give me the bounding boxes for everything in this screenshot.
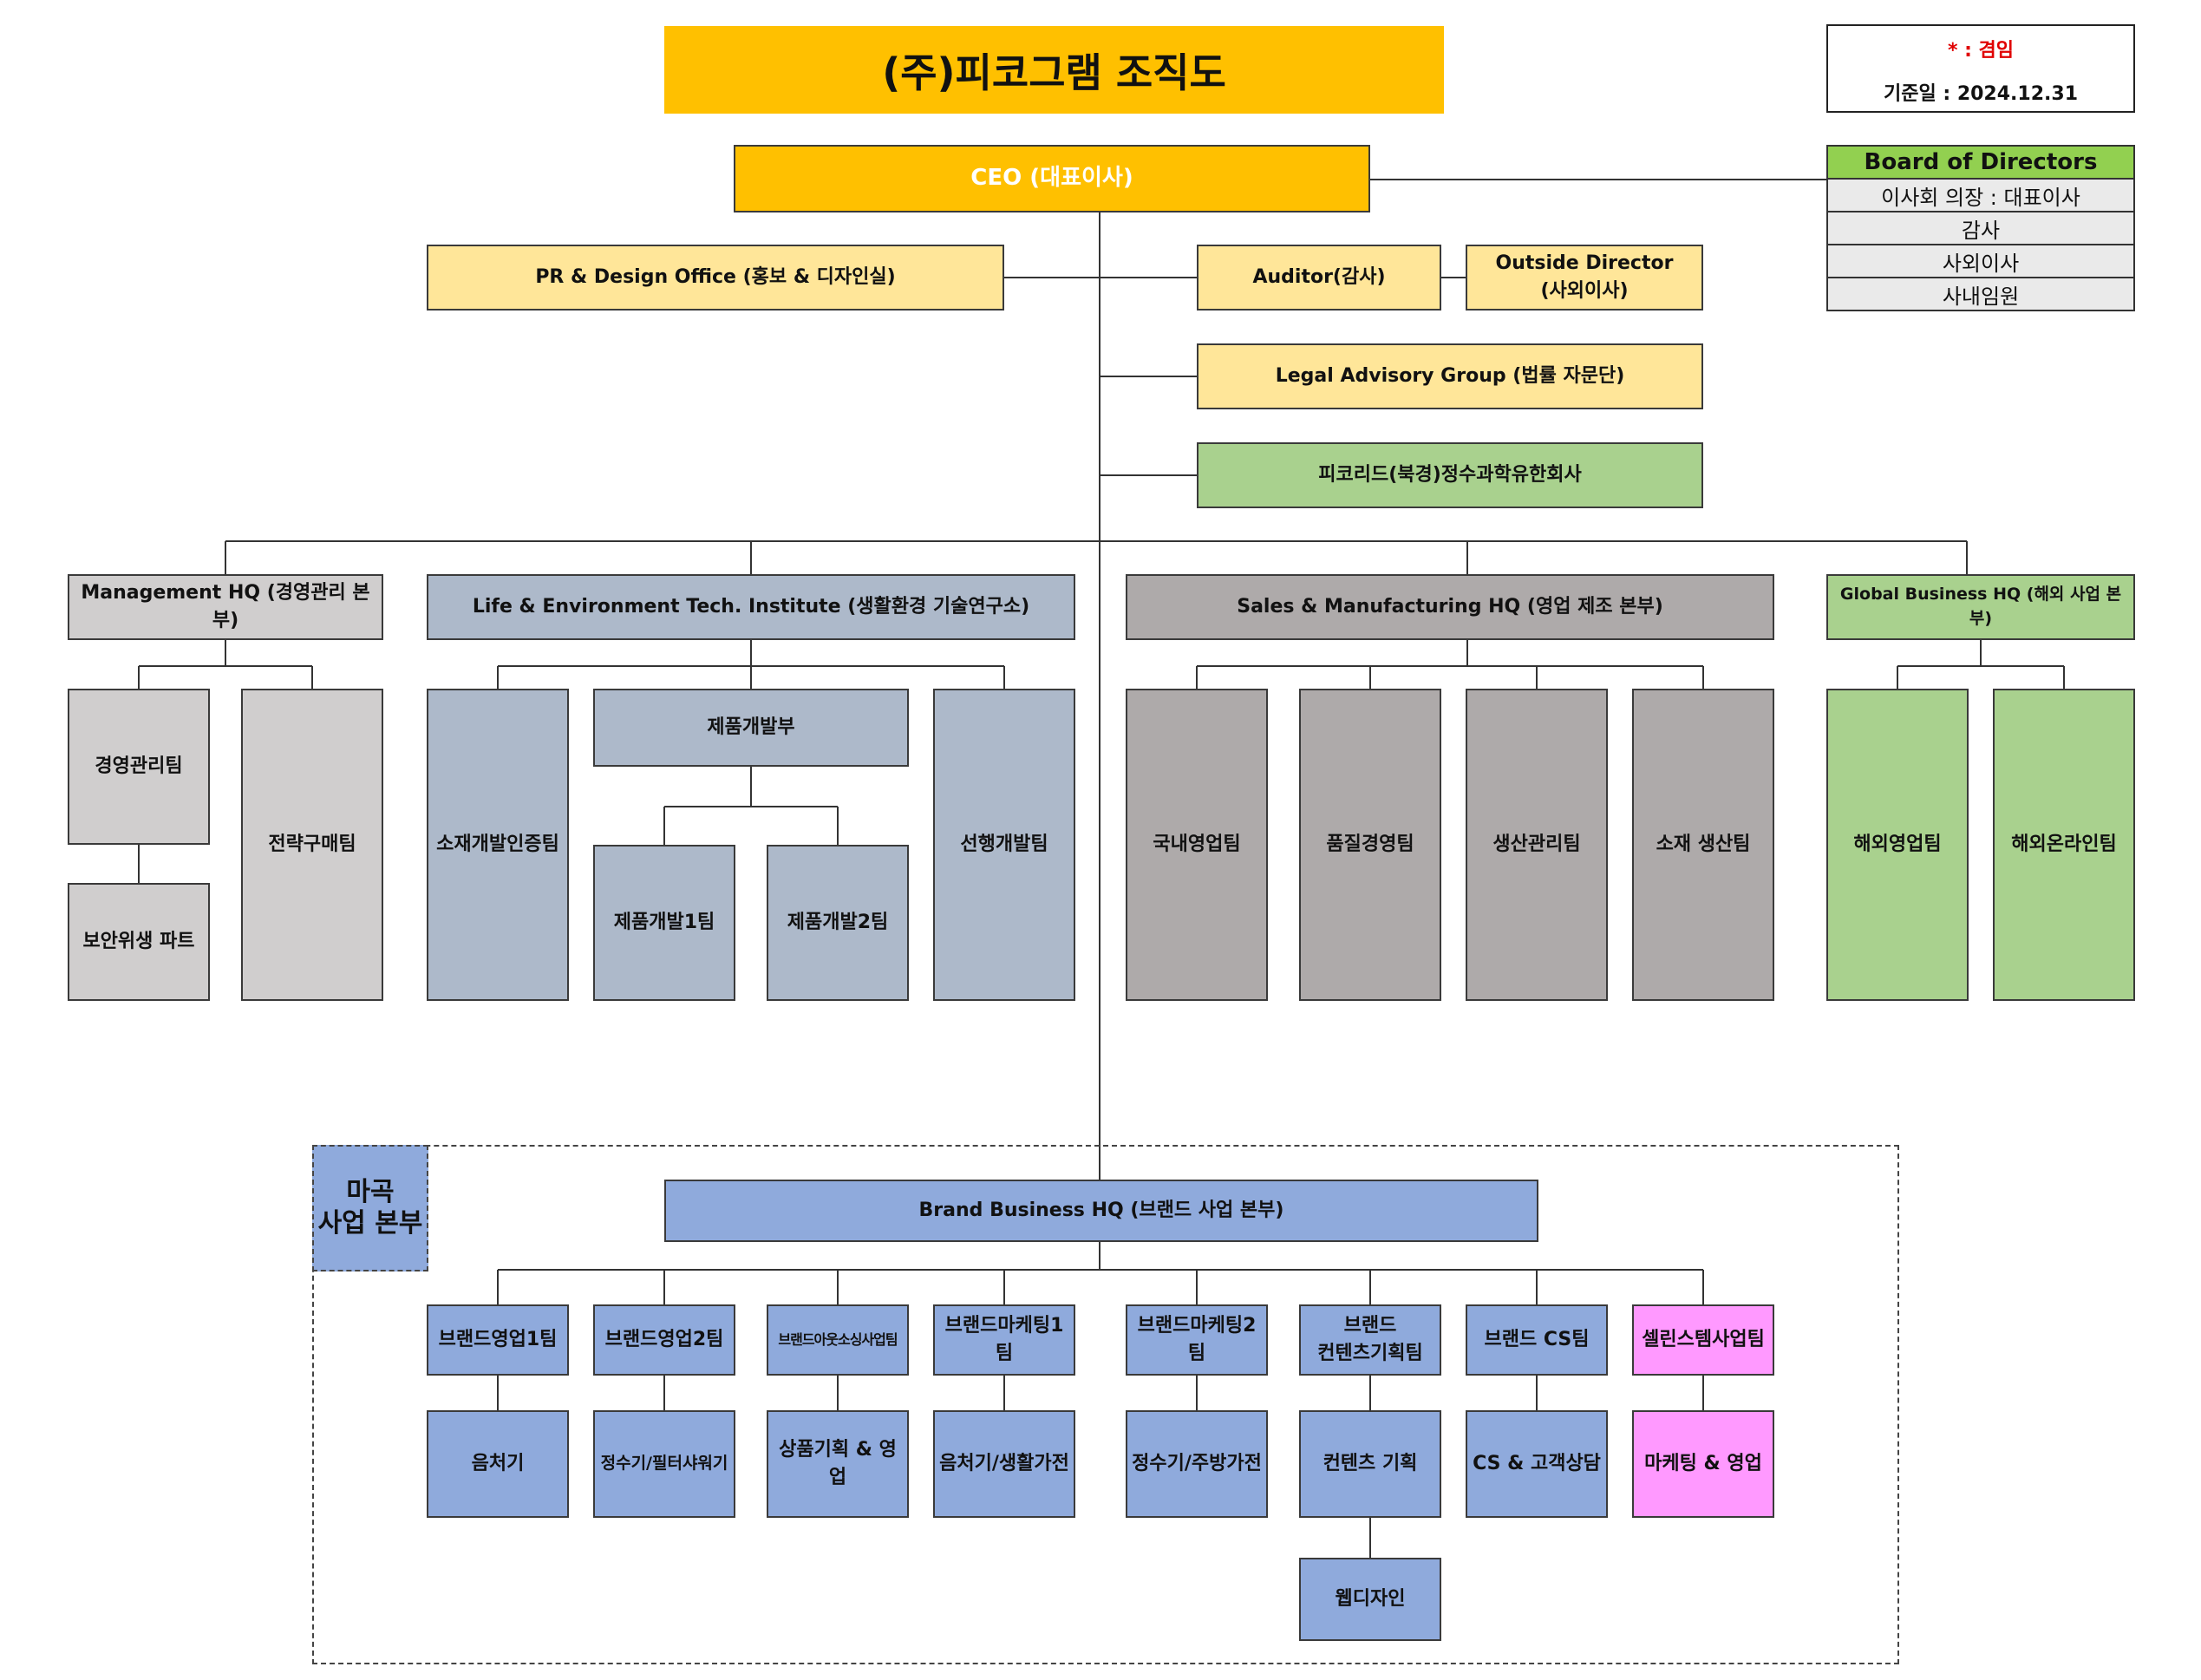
team-box: 제품개발2팀 — [767, 845, 909, 1001]
team-box: 해외온라인팀 — [1993, 689, 2135, 1001]
brand-team-box: 브랜드아웃소싱사업팀 — [767, 1304, 909, 1376]
chart-title: (주)피코그램 조직도 — [664, 26, 1444, 114]
brand-team-box: 브랜드영업2팀 — [593, 1304, 735, 1376]
board-item: 감사 — [1828, 211, 2133, 244]
brand-part-box: 상품기획 & 영업 — [767, 1410, 909, 1518]
team-box: 전략구매팀 — [241, 689, 383, 1001]
legal-advisory-box: Legal Advisory Group (법률 자문단) — [1197, 343, 1703, 409]
team-box: 해외영업팀 — [1826, 689, 1969, 1001]
board-item: 사내임원 — [1828, 277, 2133, 310]
board-item: 사외이사 — [1828, 244, 2133, 277]
base-date: 기준일 : 2024.12.31 — [1883, 83, 2078, 105]
brand-part-box: 마케팅 & 영업 — [1632, 1410, 1774, 1518]
sales-hq-box: Sales & Manufacturing HQ (영업 제조 본부) — [1126, 574, 1774, 640]
brand-team-box: 브랜드마케팅2팀 — [1126, 1304, 1268, 1376]
board-item: 이사회 의장 : 대표이사 — [1828, 178, 2133, 211]
brand-part-box: 웹디자인 — [1299, 1558, 1441, 1641]
brand-team-box: 브랜드영업1팀 — [427, 1304, 569, 1376]
brand-team-box: 브랜드 CS팀 — [1466, 1304, 1608, 1376]
magok-label: 마곡 사업 본부 — [312, 1145, 428, 1271]
team-box: 품질경영팀 — [1299, 689, 1441, 1001]
subsidiary-box: 피코리드(북경)정수과학유한회사 — [1197, 442, 1703, 508]
magok-region-border — [312, 1145, 1899, 1664]
ceo-box: CEO (대표이사) — [734, 145, 1370, 212]
legend-box: * : 겸임 기준일 : 2024.12.31 — [1826, 24, 2135, 113]
pr-design-office-box: PR & Design Office (홍보 & 디자인실) — [427, 245, 1004, 311]
brand-part-box: 정수기/필터샤워기 — [593, 1410, 735, 1518]
concurrent-note: * : 겸임 — [1947, 40, 2015, 62]
team-box: 소재개발인증팀 — [427, 689, 569, 1001]
team-box: 경영관리팀 — [68, 689, 210, 845]
brand-part-box: 정수기/주방가전 — [1126, 1410, 1268, 1518]
team-box: 국내영업팀 — [1126, 689, 1268, 1001]
team-box: 선행개발팀 — [933, 689, 1075, 1001]
department-box: 제품개발부 — [593, 689, 909, 767]
team-box: 보안위생 파트 — [68, 883, 210, 1001]
brand-part-box: 음처기 — [427, 1410, 569, 1518]
auditor-box: Auditor(감사) — [1197, 245, 1441, 311]
brand-part-box: 음처기/생활가전 — [933, 1410, 1075, 1518]
brand-hq-box: Brand Business HQ (브랜드 사업 본부) — [664, 1180, 1538, 1242]
brand-part-box: CS & 고객상담 — [1466, 1410, 1608, 1518]
team-box: 소재 생산팀 — [1632, 689, 1774, 1001]
global-hq-box: Global Business HQ (해외 사업 본부) — [1826, 574, 2135, 640]
institute-box: Life & Environment Tech. Institute (생활환경… — [427, 574, 1075, 640]
team-box: 생산관리팀 — [1466, 689, 1608, 1001]
team-box: 제품개발1팀 — [593, 845, 735, 1001]
outside-director-box: Outside Director (사외이사) — [1466, 245, 1703, 311]
brand-team-box: 브랜드 컨텐츠기획팀 — [1299, 1304, 1441, 1376]
management-hq-box: Management HQ (경영관리 본부) — [68, 574, 383, 640]
board-of-directors: Board of Directors 이사회 의장 : 대표이사 감사 사외이사… — [1826, 145, 2135, 311]
board-title: Board of Directors — [1828, 147, 2133, 178]
brand-team-box: 셀린스템사업팀 — [1632, 1304, 1774, 1376]
brand-team-box: 브랜드마케팅1팀 — [933, 1304, 1075, 1376]
brand-part-box: 컨텐츠 기획 — [1299, 1410, 1441, 1518]
